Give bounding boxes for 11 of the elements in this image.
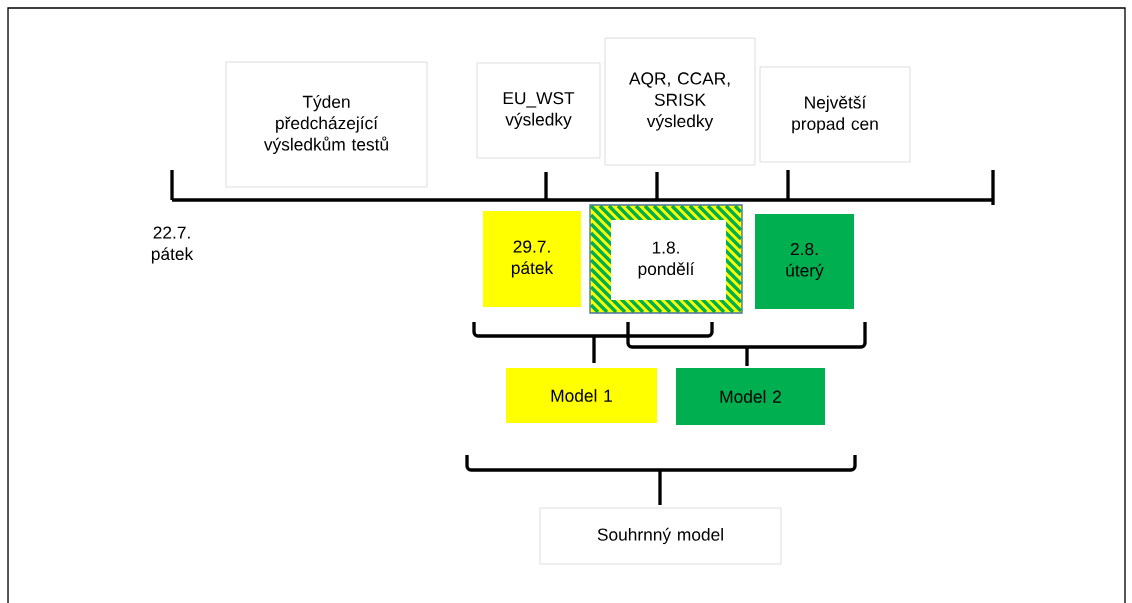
- date-box: Model 1: [506, 368, 657, 423]
- text-box: AQR, CCAR, SRISK výsledky: [604, 37, 756, 166]
- date-box: 29.7. pátek: [483, 211, 581, 307]
- date-box: 1.8. pondělí: [589, 204, 743, 314]
- text-box: Největší propad cen: [759, 66, 911, 163]
- text-box: EU_WST výsledky: [476, 62, 601, 159]
- date-box: Model 2: [676, 368, 825, 425]
- text-box: Souhrnný model: [539, 507, 782, 565]
- text-box: Týden předcházející výsledkům testů: [225, 61, 428, 188]
- date-box: 2.8. úterý: [755, 214, 854, 309]
- date-label: 22.7. pátek: [151, 226, 194, 264]
